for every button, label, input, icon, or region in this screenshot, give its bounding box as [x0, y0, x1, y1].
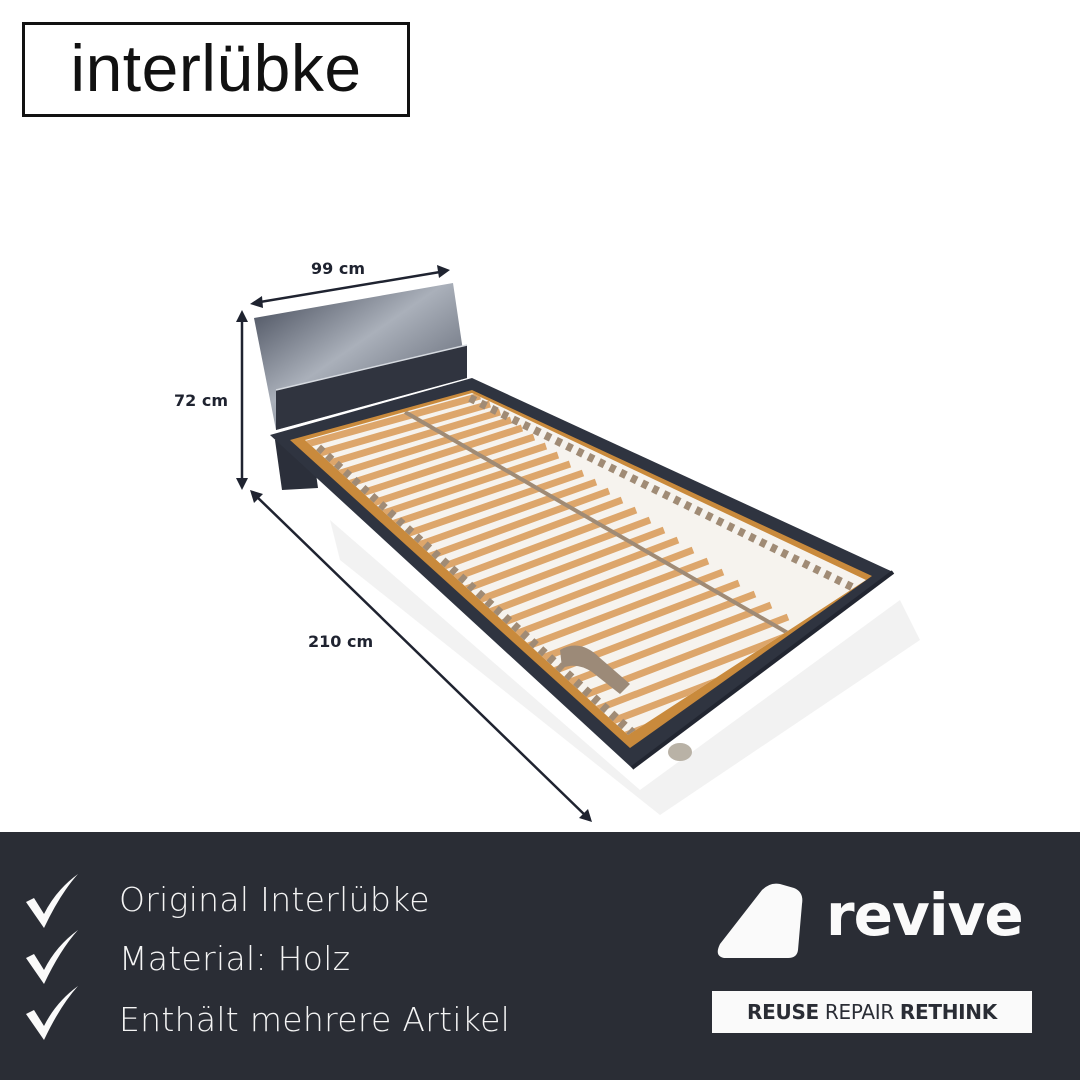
feature-label: Material: Holz — [119, 939, 351, 978]
bed-illustration — [236, 265, 920, 822]
brand-logo: interlübke — [22, 22, 410, 117]
info-panel — [0, 832, 1080, 1080]
dimension-width: 99 cm — [311, 259, 365, 278]
checkmark-icon — [26, 874, 78, 928]
revive-logo-icon — [717, 883, 803, 958]
brand-name: interlübke — [70, 30, 362, 105]
bed-foot — [668, 743, 692, 761]
tagline-repair: REPAIR — [824, 1000, 894, 1024]
feature-label: Enthält mehrere Artikel — [119, 1000, 511, 1039]
seller-tagline: REUSE REPAIR RETHINK — [712, 991, 1032, 1033]
feature-label: Original Interlübke — [119, 880, 430, 919]
product-image: 99 cm 72 cm 210 cm — [174, 259, 920, 822]
tagline-rethink: RETHINK — [899, 1000, 997, 1024]
dimension-arrows — [236, 265, 592, 822]
checkmark-icon — [26, 986, 78, 1040]
tagline-reuse: REUSE — [747, 1000, 819, 1024]
revive-wordmark: revive — [826, 881, 1024, 949]
adjuster-handle — [560, 645, 630, 694]
dimension-height: 72 cm — [174, 391, 228, 410]
dimension-length: 210 cm — [308, 632, 374, 651]
checkmark-icon — [26, 930, 78, 984]
